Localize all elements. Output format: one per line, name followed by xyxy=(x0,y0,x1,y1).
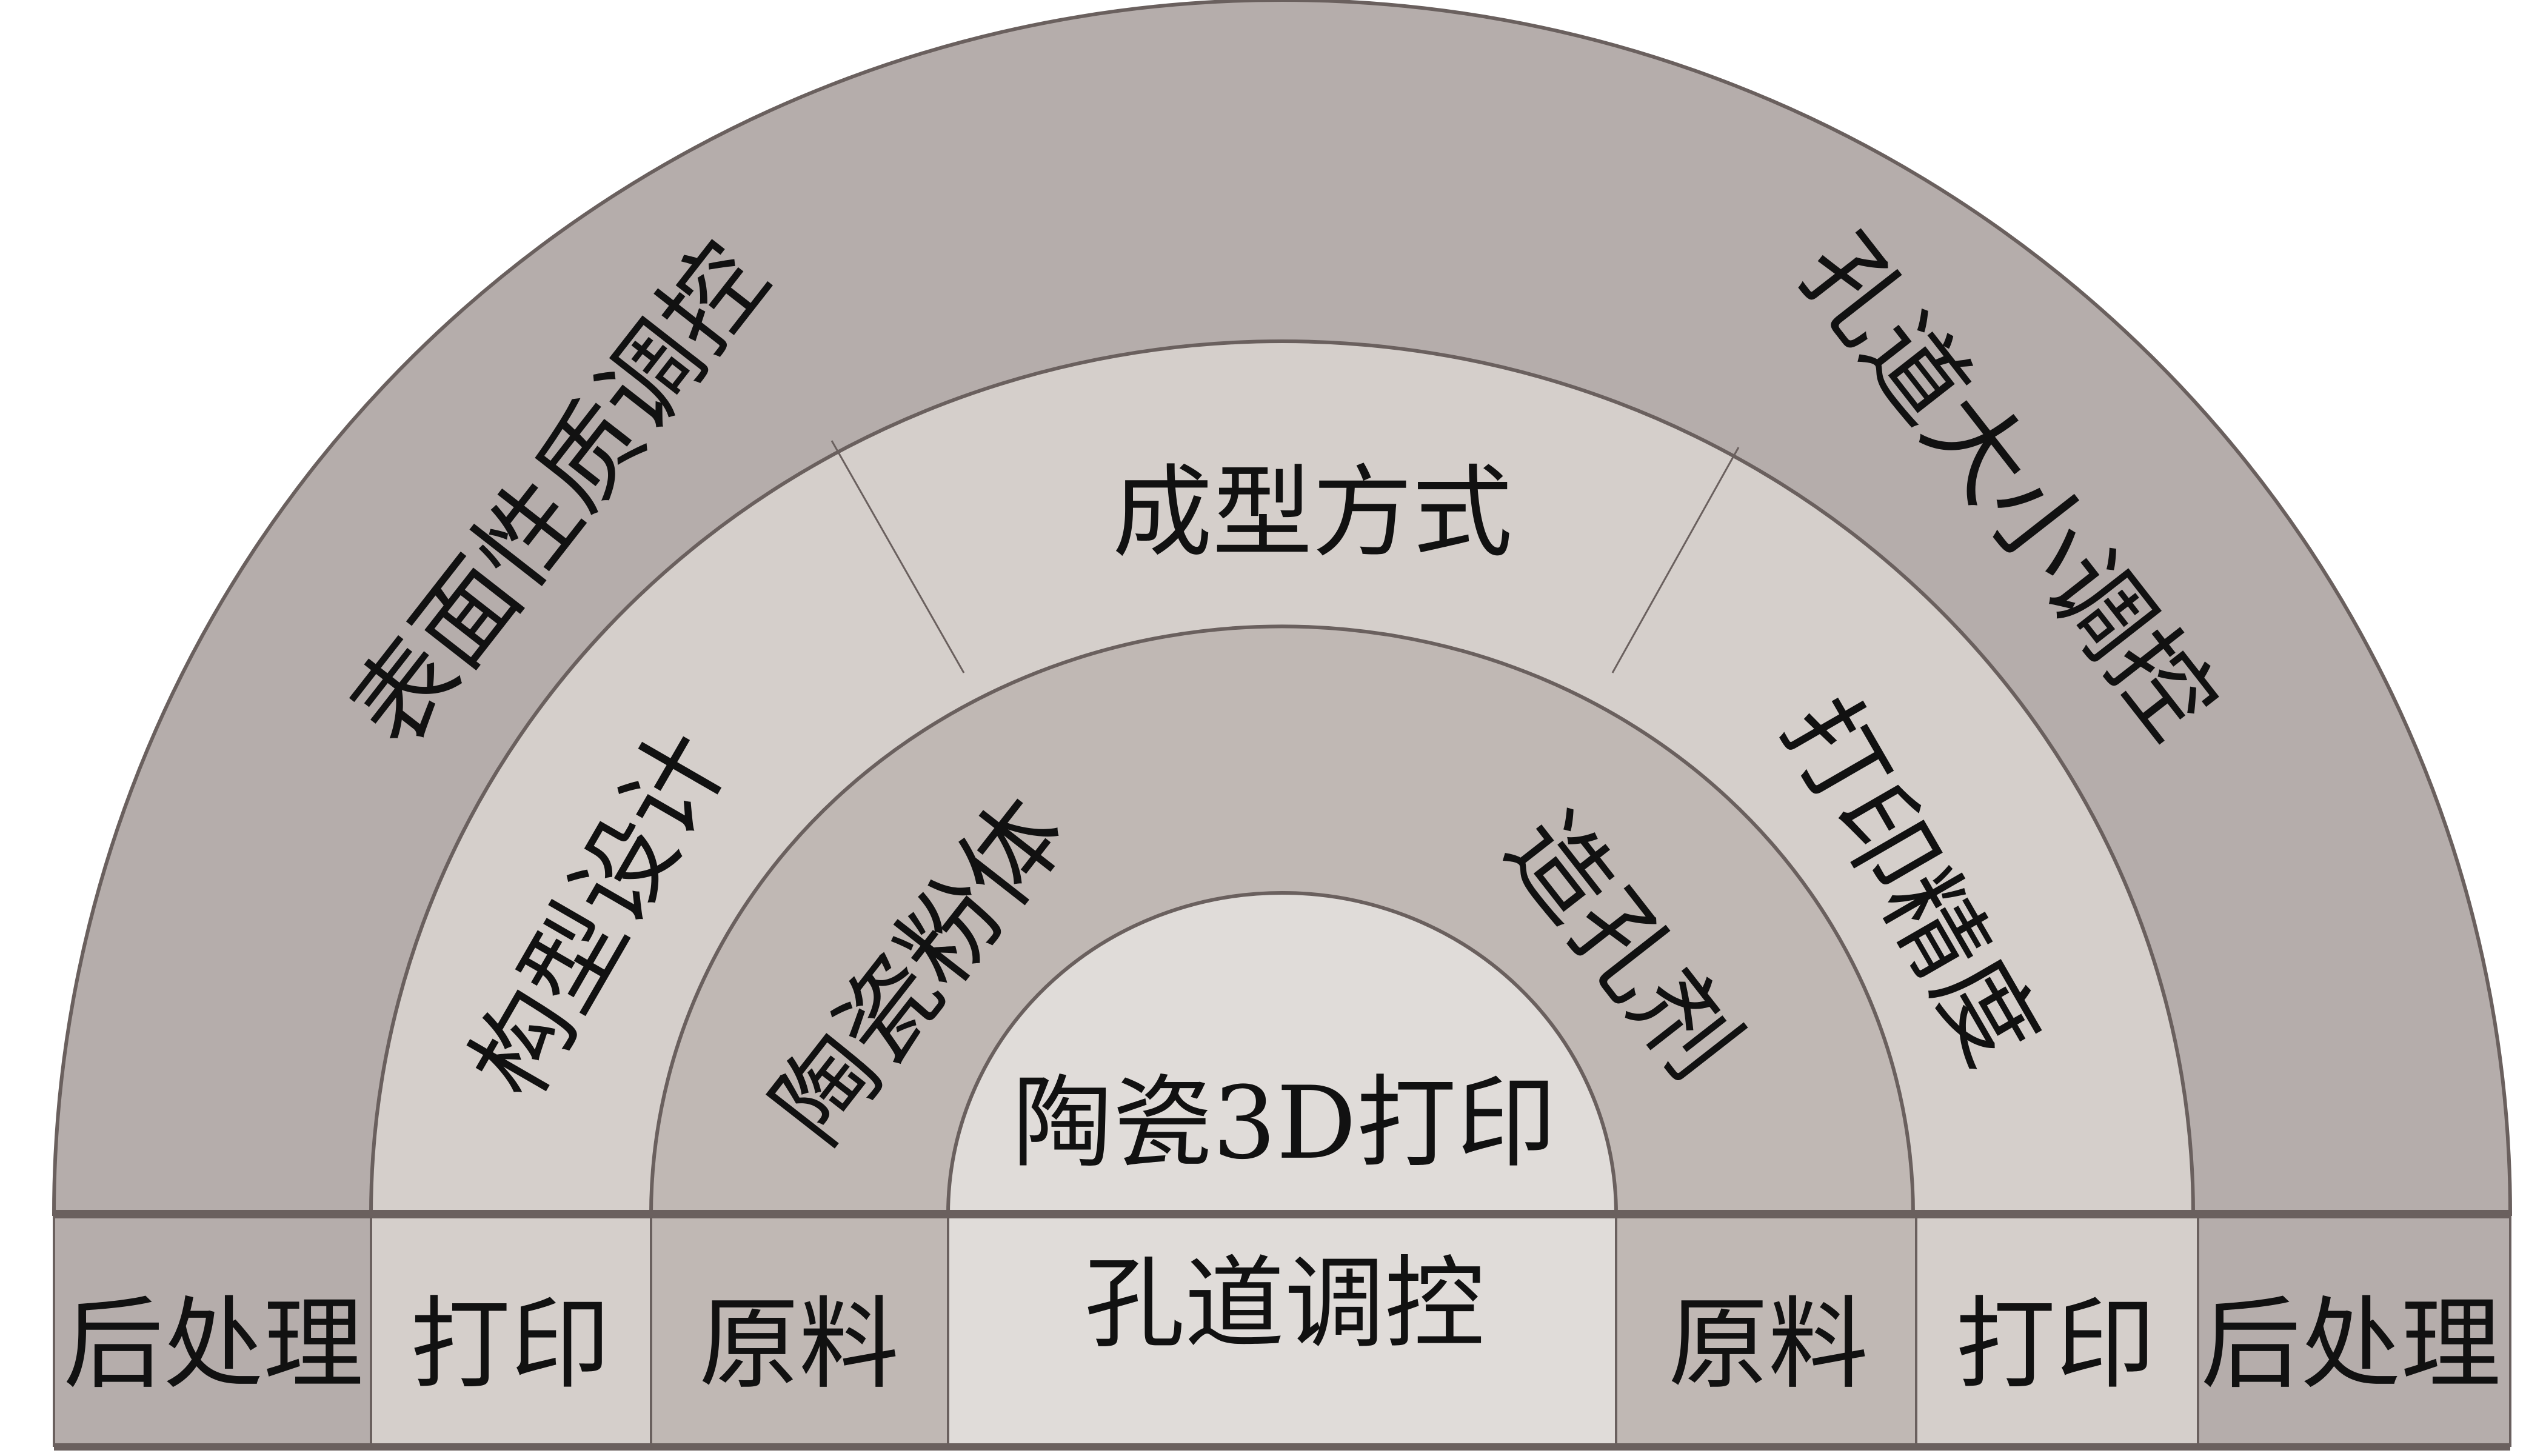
second-ring-top-label: 成型方式 xyxy=(1112,455,1512,571)
bar-label-printing-right: 打印 xyxy=(1956,1286,2156,1403)
bar-label-raw-material-right: 原料 xyxy=(1668,1286,1868,1403)
bar-cell-raw-material-right xyxy=(1615,1213,1917,1447)
bar-label-post-processing-right: 后处理 xyxy=(2201,1286,2501,1403)
bar-label-post-processing-left: 后处理 xyxy=(64,1286,364,1403)
core-label: 陶瓷3D打印 xyxy=(1012,1065,1556,1181)
bar-label-raw-material-left: 原料 xyxy=(699,1286,899,1403)
bar-label-printing-left: 打印 xyxy=(410,1286,610,1403)
ring-divider-left xyxy=(830,440,965,673)
bar-cell-post-processing-right xyxy=(2197,1213,2511,1447)
bar-cell-pore-control xyxy=(947,1213,1617,1447)
bar-cell-post-processing-left xyxy=(53,1213,372,1447)
core-circle xyxy=(946,891,1619,1216)
ring-divider-right xyxy=(1611,447,1740,673)
bar-label-pore-control: 孔道调控 xyxy=(1084,1246,1485,1362)
bar-cell-raw-material-left xyxy=(650,1213,949,1447)
